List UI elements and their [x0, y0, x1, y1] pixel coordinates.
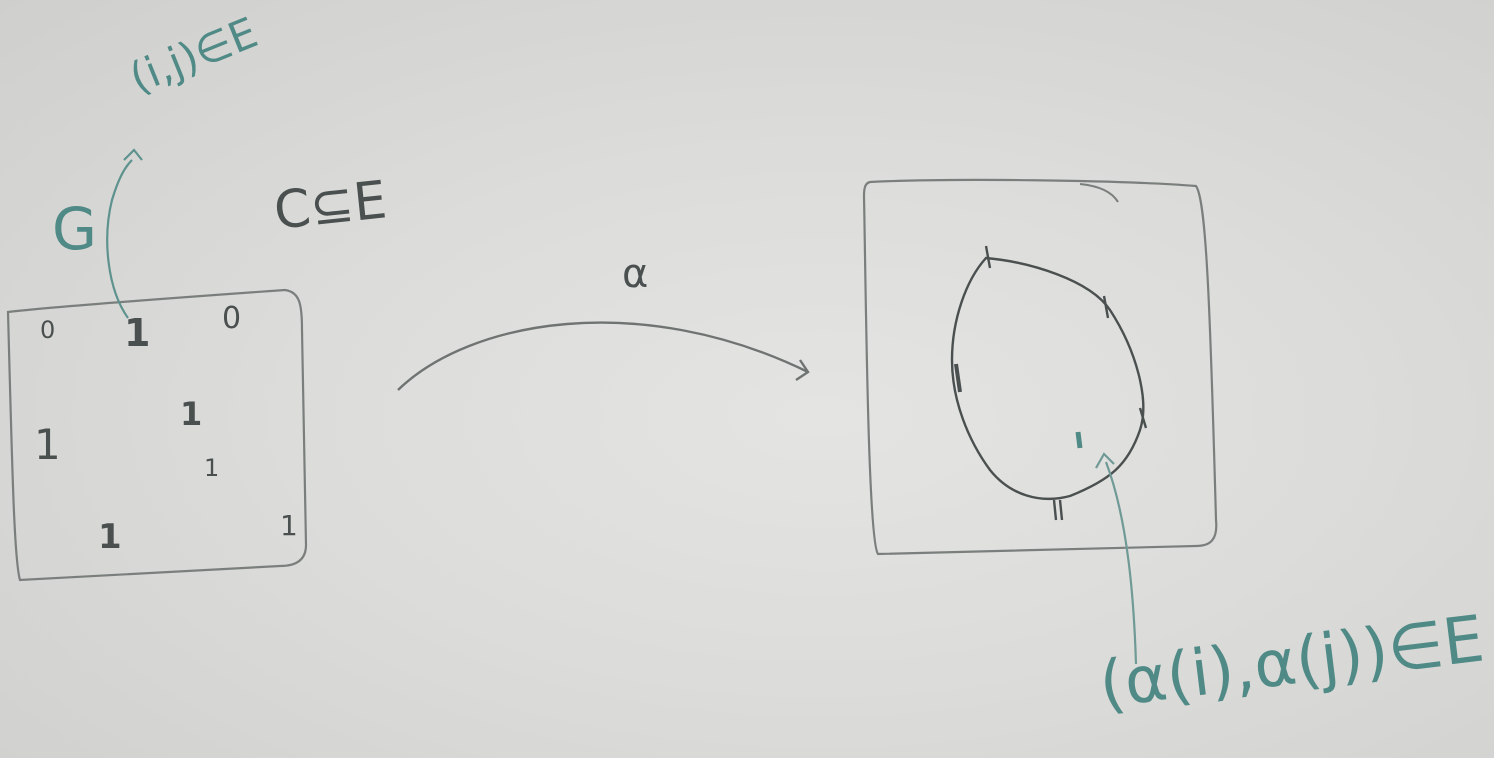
cycle-loop: [950, 256, 1145, 500]
mapping-label: α: [622, 251, 649, 297]
mapping-arrow: [397, 321, 809, 391]
mapped-edge-mark: [1075, 431, 1083, 449]
matrix-entry: 0: [40, 316, 56, 344]
matrix-entry: 0: [222, 301, 242, 336]
matrix-entry: 1: [34, 420, 61, 469]
edge-pointer-arrowhead: [123, 148, 143, 161]
image-pointer-arrow: [1104, 461, 1138, 665]
target-box: [862, 178, 1218, 556]
mapping-arrowhead: [795, 359, 810, 381]
image-pointer-arrowhead: [1095, 452, 1115, 469]
edge-pointer-arrow: [106, 159, 133, 319]
graph-label: G: [52, 195, 97, 263]
matrix-entry: 1: [98, 517, 122, 557]
subset-statement: C⊆E: [271, 170, 390, 242]
matrix-entry: 1: [204, 454, 220, 482]
matrix-entry: 1: [180, 395, 203, 433]
matrix-entry: 1: [280, 509, 298, 542]
matrix-box: [6, 288, 308, 582]
matrix-entry: 1: [124, 311, 151, 355]
